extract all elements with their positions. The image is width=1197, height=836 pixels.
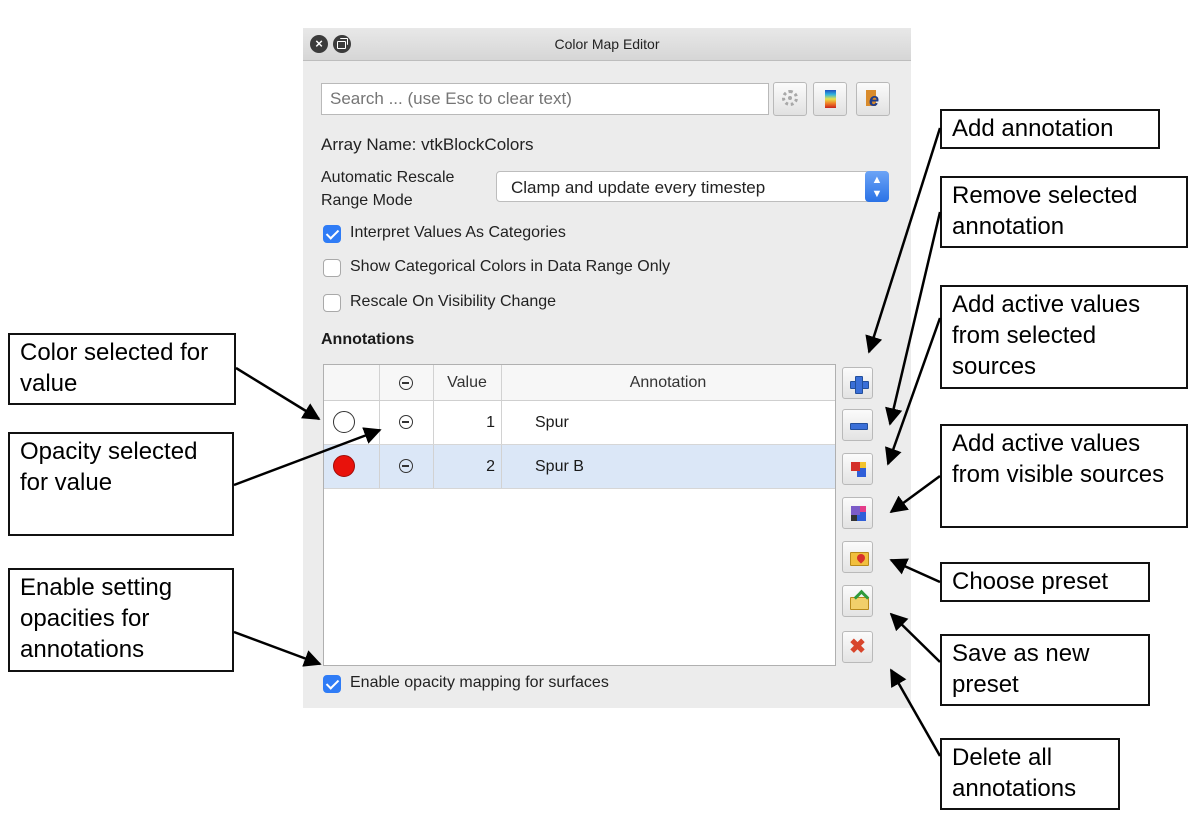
callout-enable-opacities: Enable setting opacities for annotations <box>8 568 234 672</box>
rescale-mode-select[interactable]: Clamp and update every timestep ▲▼ <box>496 171 889 202</box>
title-bar: × Color Map Editor <box>303 28 911 61</box>
callout-save-preset: Save as new preset <box>940 634 1150 706</box>
add-from-visible-button[interactable] <box>842 497 873 529</box>
opacity-column-header[interactable] <box>379 365 434 400</box>
rescale-visibility-checkbox[interactable] <box>323 294 341 312</box>
opacity-icon <box>399 415 413 429</box>
gear-icon <box>782 90 798 106</box>
value-cell[interactable]: 2 <box>433 445 502 488</box>
arrow-save-preset <box>889 612 941 663</box>
arrow-add-from-selected <box>885 317 942 466</box>
opacity-cell[interactable] <box>379 445 434 488</box>
callout-add-from-visible: Add active values from visible sources <box>940 424 1188 528</box>
remove-annotation-button[interactable] <box>842 409 873 441</box>
choose-colormap-button[interactable] <box>813 82 847 116</box>
interpret-categories-checkbox[interactable] <box>323 225 341 243</box>
interpret-categories-label: Interpret Values As Categories <box>350 224 566 241</box>
callout-add-from-selected: Add active values from selected sources <box>940 285 1188 389</box>
export-icon <box>866 90 876 106</box>
callout-remove-selected: Remove selected annotation <box>940 176 1188 248</box>
color-cell[interactable] <box>324 445 380 488</box>
arrow-opacity-selected <box>233 427 382 487</box>
opacity-icon <box>399 376 413 390</box>
arrow-remove-selected <box>885 211 942 426</box>
value-cell[interactable]: 1 <box>433 401 502 444</box>
opacity-mapping-label: Enable opacity mapping for surfaces <box>350 674 609 691</box>
add-annotation-button[interactable] <box>842 367 873 399</box>
color-swatch[interactable] <box>333 411 355 433</box>
search-input[interactable] <box>321 83 769 115</box>
callout-color-selected: Color selected for value <box>8 333 236 405</box>
delete-all-button[interactable]: ✖ <box>842 631 873 663</box>
add-from-selected-button[interactable] <box>842 453 873 485</box>
close-icon[interactable]: × <box>310 35 328 53</box>
color-map-editor-panel: × Color Map Editor e Array Name: vtkBloc… <box>303 28 911 708</box>
rescale-mode-label-1: Automatic Rescale <box>321 169 455 186</box>
callout-opacity-selected: Opacity selected for value <box>8 432 234 536</box>
float-icon[interactable] <box>333 35 351 53</box>
annotations-table[interactable]: Value Annotation 1 Spur 2 Spur B <box>323 364 836 666</box>
rescale-visibility-label: Rescale On Visibility Change <box>350 293 557 310</box>
annotation-column-header[interactable]: Annotation <box>629 374 707 391</box>
callout-add-annotation: Add annotation <box>940 109 1160 149</box>
callout-choose-preset: Choose preset <box>940 562 1150 602</box>
table-header: Value Annotation <box>324 365 835 401</box>
color-cell[interactable] <box>324 401 380 444</box>
save-preset-button[interactable] <box>842 585 873 617</box>
opacity-cell[interactable] <box>379 401 434 444</box>
annotations-heading: Annotations <box>321 331 415 348</box>
choose-preset-button[interactable] <box>842 541 873 573</box>
advanced-settings-button[interactable] <box>773 82 807 116</box>
arrow-enable-opacities <box>233 630 322 667</box>
arrow-choose-preset <box>889 558 941 584</box>
rescale-mode-label-2: Range Mode <box>321 192 413 209</box>
array-name-label: Array Name: vtkBlockColors <box>321 135 534 154</box>
arrow-add-from-visible <box>889 474 941 514</box>
color-swatch[interactable] <box>333 455 355 477</box>
import-export-button[interactable]: e <box>856 82 890 116</box>
value-column-header[interactable]: Value <box>433 365 502 400</box>
arrow-add-annotation <box>865 127 942 354</box>
annotation-cell[interactable]: Spur B <box>535 458 584 475</box>
table-row[interactable]: 1 Spur <box>324 401 835 445</box>
data-range-only-label: Show Categorical Colors in Data Range On… <box>350 258 671 275</box>
select-arrows-icon: ▲▼ <box>865 171 889 202</box>
annotation-cell[interactable]: Spur <box>535 414 569 431</box>
arrow-color-selected <box>235 366 321 421</box>
opacity-mapping-checkbox[interactable] <box>323 675 341 693</box>
opacity-icon <box>399 459 413 473</box>
colormap-icon <box>825 90 836 108</box>
arrow-delete-all <box>889 668 942 757</box>
rescale-mode-value: Clamp and update every timestep <box>511 178 766 197</box>
data-range-only-checkbox[interactable] <box>323 259 341 277</box>
callout-delete-all: Delete all annotations <box>940 738 1120 810</box>
color-column-header <box>324 365 380 400</box>
window-title: Color Map Editor <box>554 36 660 52</box>
table-row[interactable]: 2 Spur B <box>324 445 835 489</box>
